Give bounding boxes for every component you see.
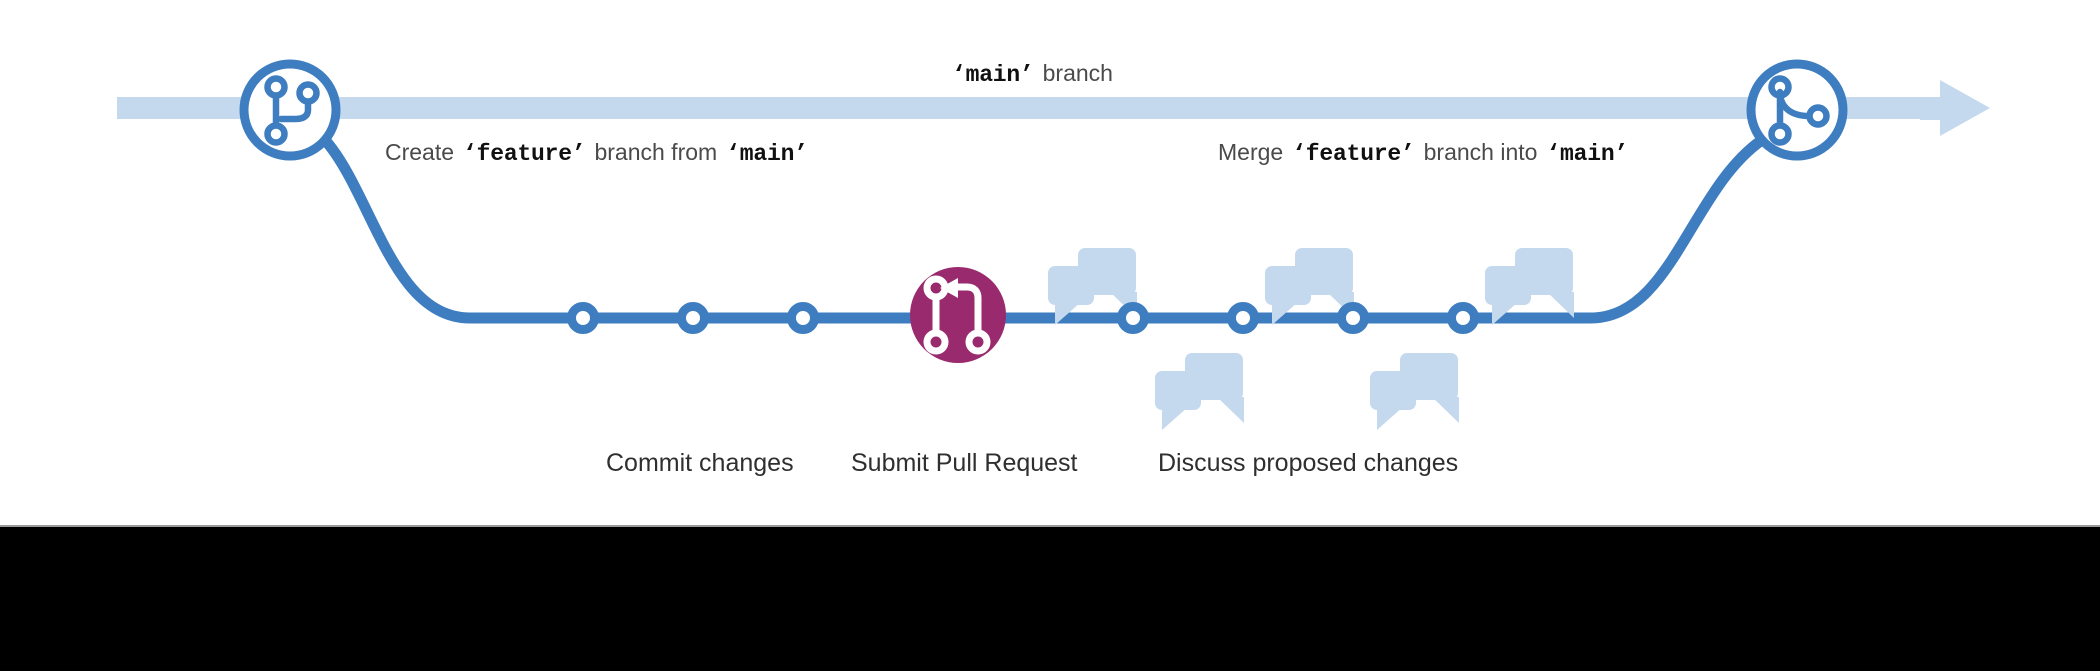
merge-node[interactable] bbox=[1746, 59, 1848, 161]
main-branch-arrowhead bbox=[1920, 80, 1990, 136]
main-branch-quoted: ‘main’ bbox=[952, 62, 1034, 88]
commit-dot bbox=[567, 302, 599, 334]
comment-bubble-pair bbox=[1265, 248, 1354, 325]
commit-dot bbox=[1447, 302, 1479, 334]
commit-dot bbox=[1117, 302, 1149, 334]
create-main-quoted: ‘main’ bbox=[726, 141, 808, 167]
comment-bubble-pair bbox=[1155, 353, 1244, 430]
caption-discuss-proposed-changes: Discuss proposed changes bbox=[1158, 449, 1459, 477]
comment-bubbles-group bbox=[1048, 248, 1574, 430]
merge-main-quoted: ‘main’ bbox=[1546, 141, 1629, 167]
commit-dot bbox=[1227, 302, 1259, 334]
main-branch-label: ‘main’ branch bbox=[952, 60, 1113, 88]
main-branch-line bbox=[117, 80, 1990, 136]
git-merge-icon bbox=[1768, 75, 1830, 146]
pull-request-arrow-icon bbox=[940, 278, 958, 298]
merge-feature-quoted: ‘feature’ bbox=[1292, 141, 1415, 167]
commit-dots-group bbox=[567, 302, 1479, 334]
create-feature-quoted: ‘feature’ bbox=[463, 141, 586, 167]
caption-submit-pull-request: Submit Pull Request bbox=[851, 449, 1078, 477]
merge-prefix: Merge bbox=[1218, 139, 1284, 165]
git-branch-icon bbox=[264, 75, 320, 146]
feature-branch-path bbox=[319, 134, 1768, 324]
comment-bubble-pair bbox=[1370, 353, 1459, 430]
create-middle: branch from bbox=[594, 139, 718, 165]
branch-node[interactable] bbox=[239, 59, 341, 161]
create-branch-label: Create ‘feature’ branch from ‘main’ bbox=[385, 139, 808, 167]
main-branch-suffix: branch bbox=[1042, 60, 1113, 86]
git-pull-request-icon bbox=[923, 275, 991, 355]
commit-dot bbox=[787, 302, 819, 334]
comment-bubble-pair bbox=[1485, 248, 1574, 325]
pull-request-node[interactable] bbox=[910, 267, 1006, 363]
comment-bubble-pair bbox=[1048, 248, 1137, 325]
merge-middle: branch into bbox=[1423, 139, 1538, 165]
diagram-board bbox=[0, 0, 2100, 527]
commit-dot bbox=[677, 302, 709, 334]
caption-commit-changes: Commit changes bbox=[606, 449, 794, 477]
commit-dot bbox=[1337, 302, 1369, 334]
create-prefix: Create bbox=[385, 139, 455, 165]
merge-branch-label: Merge ‘feature’ branch into ‘main’ bbox=[1218, 139, 1628, 167]
